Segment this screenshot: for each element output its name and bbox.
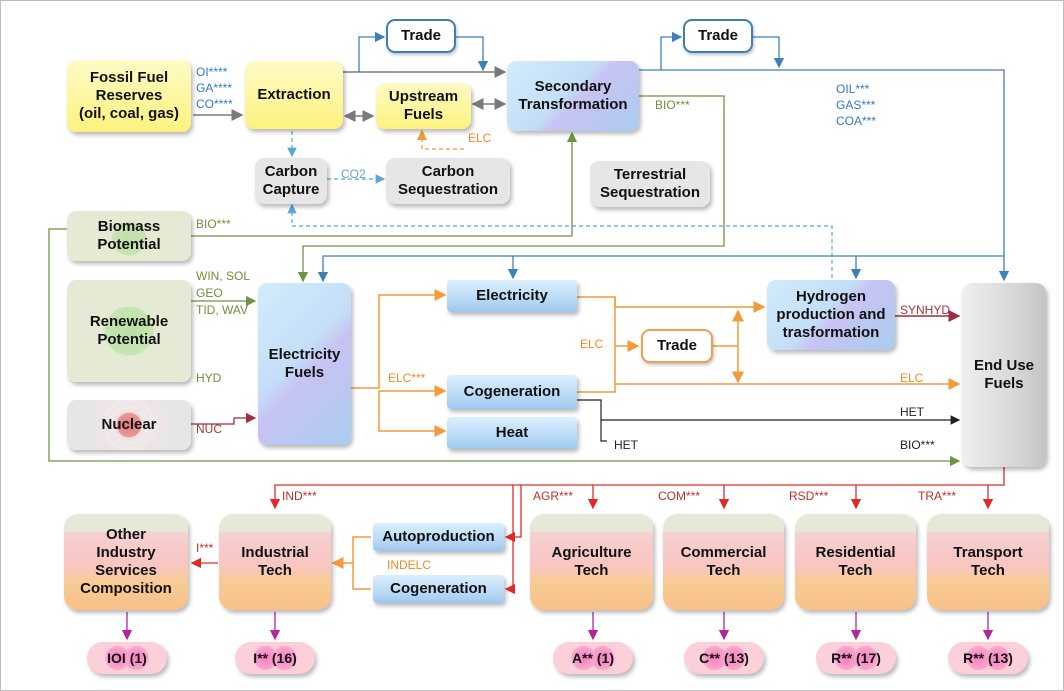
label-bio-enduse: BIO*** [900,438,935,452]
heat-node: Heat [447,417,577,449]
leaf-industry: I** (16) [235,642,315,674]
cogeneration-node: Cogeneration [447,375,577,409]
fossil-fuel-reserves-node: Fossil Fuel Reserves (oil, coal, gas) [67,60,191,132]
biomass-potential-node: Biomass Potential [67,211,191,261]
label-elc-upstream: ELC [468,131,492,145]
label-ga: GA**** [196,81,233,95]
cogeneration-industrial-node: Cogeneration [373,575,504,603]
agriculture-tech-node: Agriculture Tech [530,514,653,610]
extraction-node: Extraction [245,61,343,129]
label-i: I*** [196,541,214,555]
label-bio-biomass: BIO*** [196,217,231,231]
label-elc-fuels: ELC*** [388,371,426,385]
label-ind: IND*** [282,489,317,503]
label-oi: OI**** [196,65,228,79]
label-elc-middle: ELC [580,337,604,351]
label-geo: GEO [196,286,223,300]
leaf-agriculture: A** (1) [553,642,633,674]
nuclear-node: Nuclear [67,400,191,450]
trade-middle-node: Trade [641,329,713,363]
label-bio-secondary: BIO*** [655,98,690,112]
hydrogen-production-node: Hydrogen production and trasformation [767,280,895,350]
leaf-residential: R** (17) [816,642,896,674]
label-het-heat: HET [614,438,638,452]
label-rsd: RSD*** [789,489,829,503]
label-coa: COA*** [836,114,877,128]
label-indelc: INDELC [387,558,432,572]
leaf-transport: R** (13) [948,642,1028,674]
industrial-tech-node: Industrial Tech [219,514,331,610]
label-oil: OIL*** [836,82,870,96]
label-het-enduse: HET [900,405,924,419]
carbon-sequestration-node: Carbon Sequestration [386,158,510,204]
label-tra: TRA*** [918,489,957,503]
label-com: COM*** [658,489,701,503]
transport-tech-node: Transport Tech [927,514,1049,610]
autoproduction-node: Autoproduction [373,523,504,551]
electricity-node: Electricity [447,280,577,312]
label-tid-wav: TID, WAV [196,303,248,317]
secondary-transformation-node: Secondary Transformation [507,61,639,131]
carbon-capture-node: Carbon Capture [255,158,327,204]
label-nuc: NUC [196,422,222,436]
label-synhyd: SYNHYD [900,303,951,317]
other-industry-node: Other Industry Services Composition [64,514,188,610]
end-use-fuels-node: End Use Fuels [962,283,1046,467]
trade-top-right-node: Trade [683,19,753,53]
renewable-potential-node: Renewable Potential [67,280,191,382]
label-gas: GAS*** [836,98,876,112]
residential-tech-node: Residential Tech [795,514,916,610]
label-co: CO**** [196,97,233,111]
trade-top-left-node: Trade [386,19,456,53]
label-co2: CO2 [341,167,366,181]
leaf-ioi: IOI (1) [87,642,167,674]
label-agr: AGR*** [533,489,574,503]
label-elc-enduse: ELC [900,371,924,385]
leaf-commercial: C** (13) [684,642,764,674]
label-hyd: HYD [196,371,222,385]
electricity-fuels-node: Electricity Fuels [258,283,351,445]
label-win-sol: WIN, SOL [196,269,251,283]
upstream-fuels-node: Upstream Fuels [376,83,471,129]
terrestrial-sequestration-node: Terrestrial Sequestration [590,161,710,207]
commercial-tech-node: Commercial Tech [663,514,784,610]
